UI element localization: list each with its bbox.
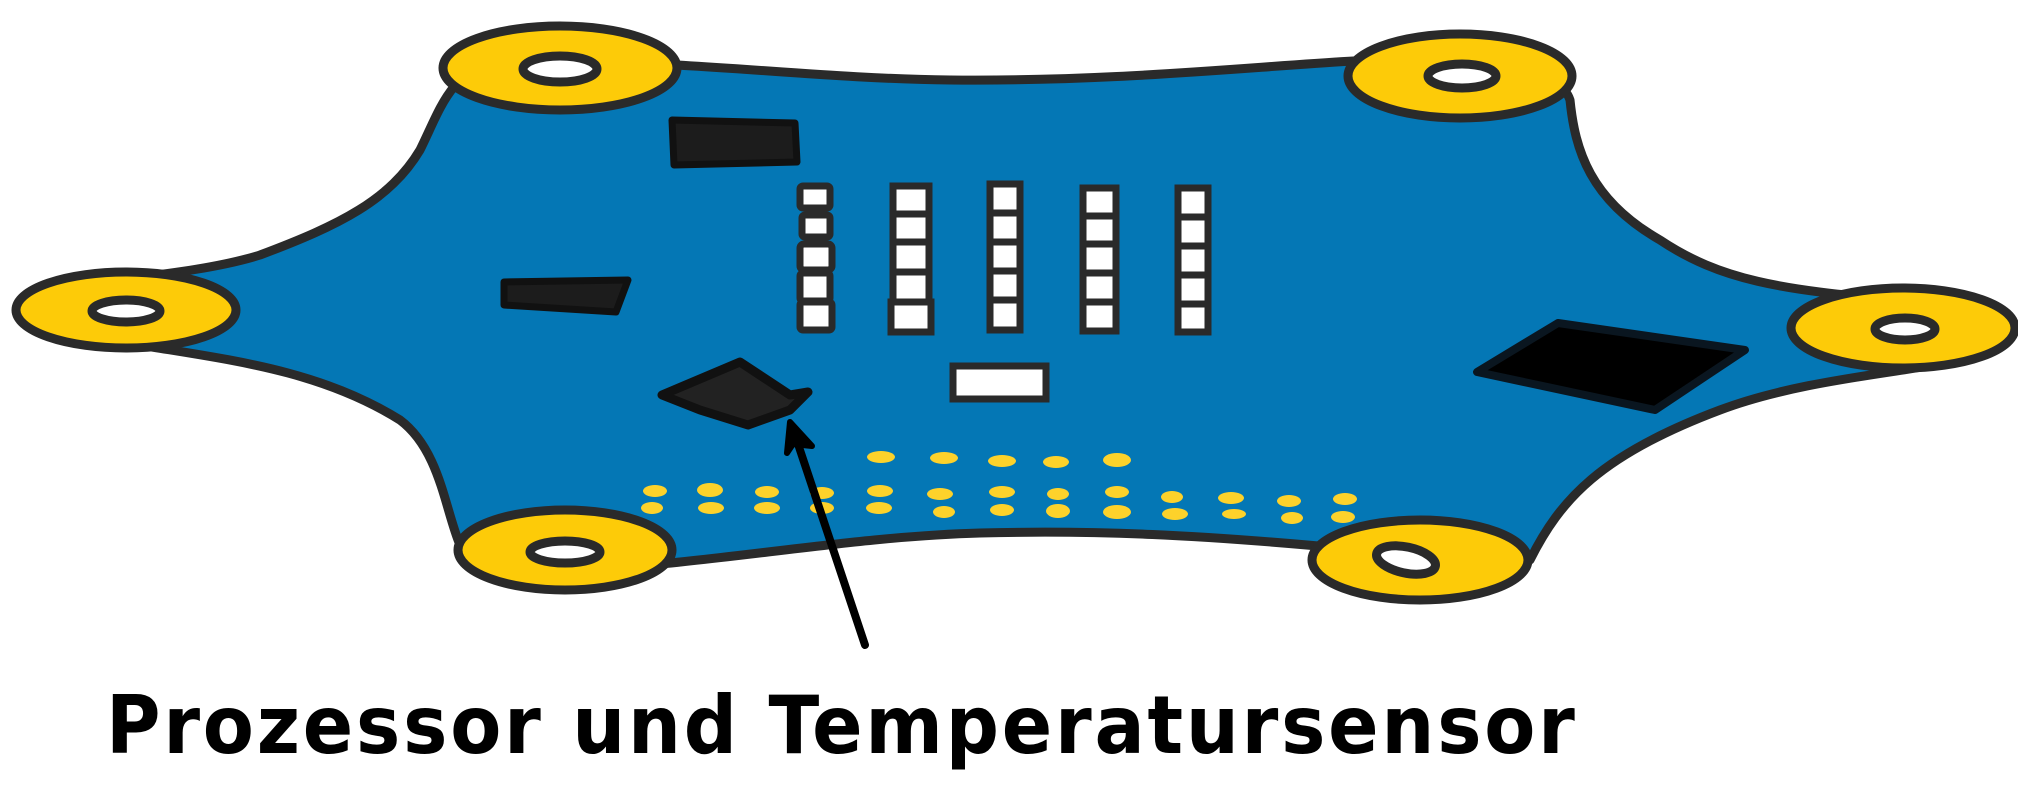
led-column-3	[986, 180, 1024, 334]
arrow-head-icon	[784, 419, 815, 456]
pointer-arrow	[784, 419, 869, 649]
led-column-2	[887, 182, 935, 336]
led-column-5	[1174, 184, 1212, 336]
caption-label: Prozessor und Temperatursensor	[106, 679, 1578, 772]
large-square-chip	[1473, 319, 1749, 414]
pad-bottom-right	[1307, 515, 1533, 605]
led-column-1	[796, 182, 836, 334]
processor-chip	[657, 357, 813, 430]
led-column-4	[1079, 184, 1120, 335]
pad-top-left	[438, 21, 682, 115]
pad-bottom-left	[453, 505, 677, 595]
pad-left	[11, 267, 241, 353]
left-chip	[500, 276, 632, 316]
led-matrix	[796, 180, 1212, 336]
button-chip-top	[668, 116, 801, 169]
pad-top-right	[1343, 29, 1577, 123]
rgb-led	[949, 362, 1050, 403]
pad-right	[1786, 283, 2018, 373]
